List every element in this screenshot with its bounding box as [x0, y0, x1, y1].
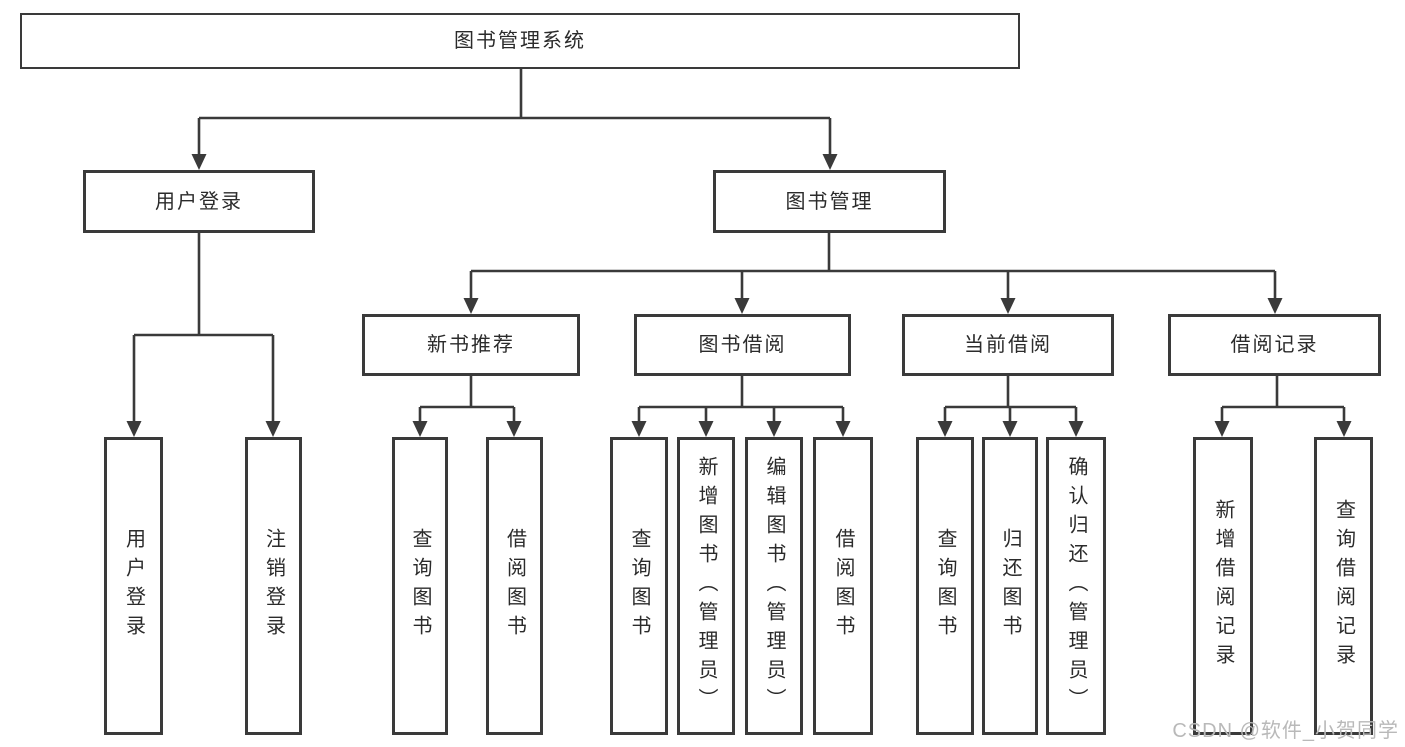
- connector-user-login-to-children: [126, 233, 281, 437]
- node-current-borrowing: 当前借阅: [902, 314, 1114, 376]
- connector-book-borrow-to-children: [631, 376, 851, 437]
- node-leaf-br-query-record: 查询借阅记录: [1314, 437, 1373, 735]
- node-leaf-nb-query-books: 查询图书: [392, 437, 448, 735]
- node-borrowing-records: 借阅记录: [1168, 314, 1381, 376]
- connector-current-borrow-to-children: [937, 376, 1084, 437]
- node-leaf-nb-borrow-books: 借阅图书: [486, 437, 543, 735]
- node-book-management: 图书管理: [713, 170, 946, 233]
- node-library-system: 图书管理系统: [20, 13, 1020, 69]
- node-new-book-recommend: 新书推荐: [362, 314, 580, 376]
- node-leaf-user-login: 用户登录: [104, 437, 163, 735]
- connector-borrow-records-to-children: [1214, 376, 1352, 437]
- node-user-login: 用户登录: [83, 170, 315, 233]
- csdn-watermark: CSDN @软件_小贺同学: [1172, 720, 1399, 742]
- node-leaf-logout: 注销登录: [245, 437, 302, 735]
- node-leaf-bb-add-books-admin: 新增图书（管理员）: [677, 437, 735, 735]
- node-leaf-bb-query-books: 查询图书: [610, 437, 668, 735]
- node-leaf-cb-confirm-return-admin: 确认归还（管理员）: [1046, 437, 1106, 735]
- node-leaf-br-add-record: 新增借阅记录: [1193, 437, 1253, 735]
- connector-root-to-level2: [191, 69, 838, 170]
- connector-book-mgmt-to-children: [463, 233, 1283, 314]
- node-leaf-cb-query-books: 查询图书: [916, 437, 974, 735]
- node-leaf-cb-return-books: 归还图书: [982, 437, 1038, 735]
- node-book-borrowing: 图书借阅: [634, 314, 851, 376]
- connector-new-books-to-children: [412, 376, 522, 437]
- node-leaf-bb-borrow-books: 借阅图书: [813, 437, 873, 735]
- node-leaf-bb-edit-books-admin: 编辑图书（管理员）: [745, 437, 803, 735]
